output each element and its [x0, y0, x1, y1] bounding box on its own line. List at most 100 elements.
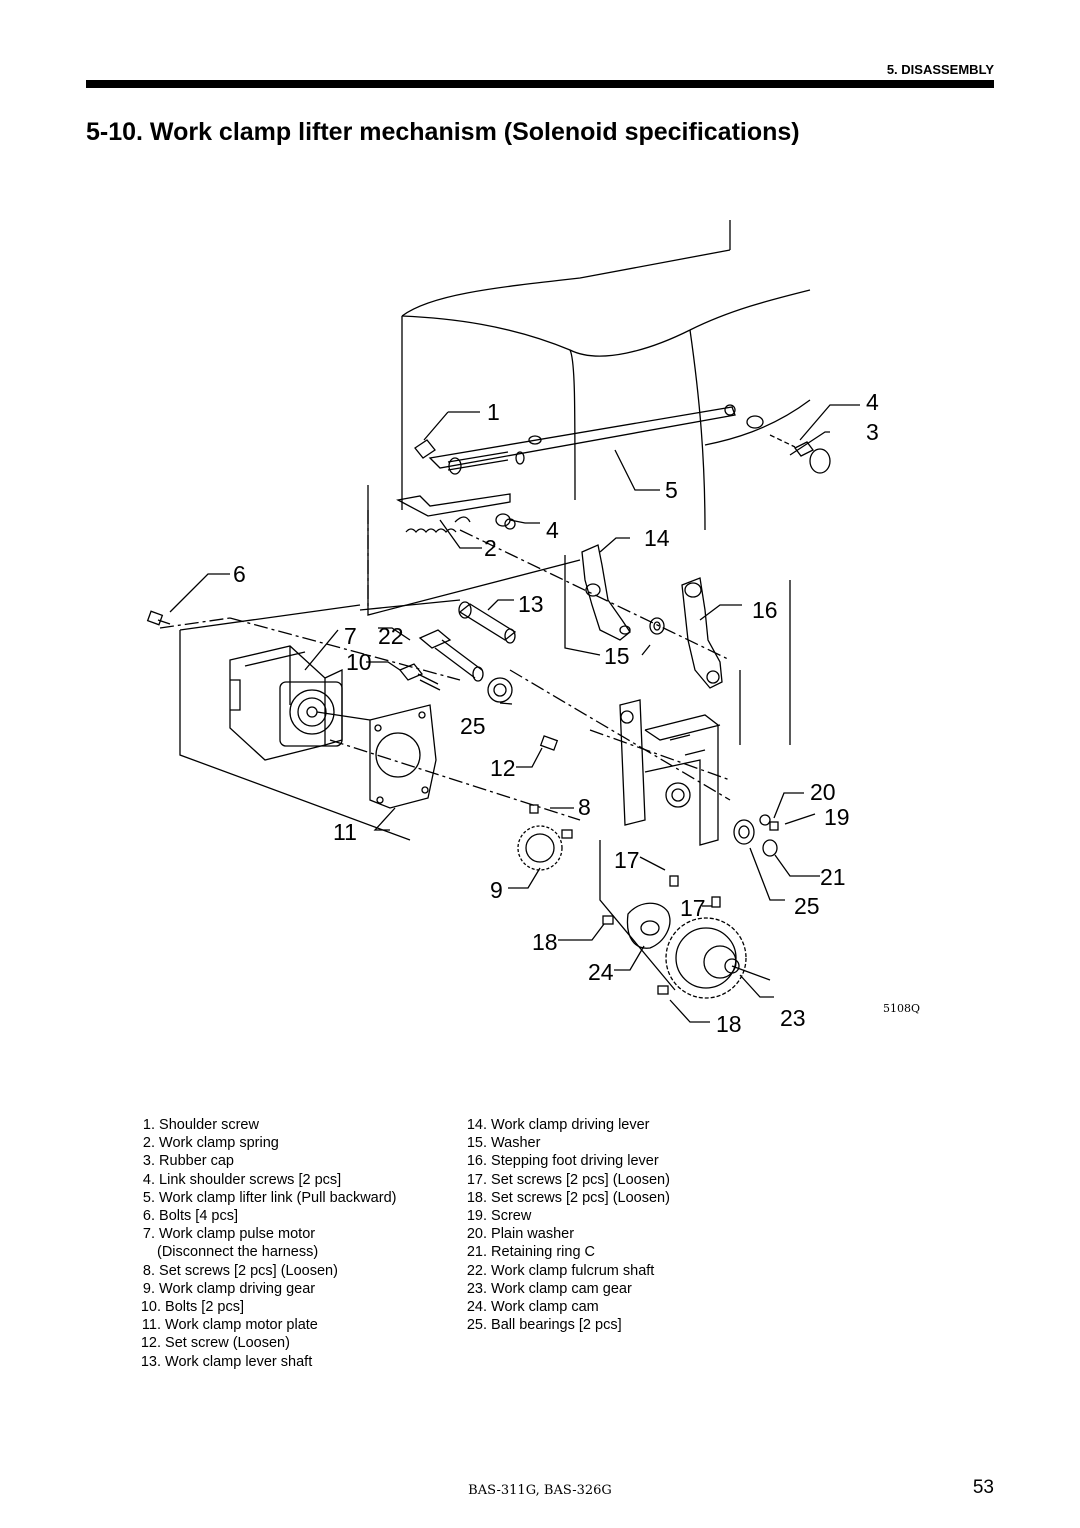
- part-number: 25.: [466, 1317, 487, 1334]
- rubber-cap-assembly: [769, 434, 831, 474]
- part-number: 20.: [466, 1226, 487, 1243]
- part-number: 3.: [142, 1153, 155, 1170]
- part-number: 9.: [142, 1280, 155, 1297]
- part-label: Work clamp motor plate: [165, 1317, 318, 1334]
- part-number: 19.: [466, 1208, 487, 1225]
- parts-list-item: 8. Set screws [2 pcs] (Loosen): [137, 1262, 457, 1280]
- part-label: Work clamp pulse motor: [159, 1226, 316, 1243]
- part-label: Rubber cap: [159, 1153, 234, 1170]
- part-label: Stepping foot driving lever: [491, 1153, 659, 1170]
- part-number: 12.: [140, 1335, 161, 1352]
- leader-lines: [169, 404, 860, 1023]
- cam-gear: [657, 896, 771, 999]
- part-label: Set screw (Loosen): [165, 1335, 290, 1352]
- parts-list-item: 9. Work clamp driving gear: [137, 1280, 457, 1298]
- parts-list-item: 21. Retaining ring C: [463, 1243, 763, 1261]
- part-number: 6.: [142, 1208, 155, 1225]
- callout-2: 2: [484, 535, 497, 561]
- callout-16: 16: [752, 597, 778, 623]
- parts-list-item: 3. Rubber cap: [137, 1152, 457, 1170]
- work-clamp-cam: [602, 875, 679, 949]
- part-label: Work clamp cam gear: [491, 1280, 632, 1297]
- part-label: Work clamp lifter link (Pull backward): [159, 1189, 397, 1206]
- lever-shaft: [458, 601, 517, 644]
- parts-list-item: 7. Work clamp pulse motor(Disconnect the…: [137, 1225, 457, 1261]
- callout-6: 6: [233, 561, 246, 587]
- callout-labels: 1 2 3 4 4 5 6 7 8 9 10 11 12 13 14 15 16…: [233, 389, 920, 1037]
- motor-plate: [369, 704, 437, 809]
- parts-list-item: 24. Work clamp cam: [463, 1298, 763, 1316]
- parts-list-item: 25. Ball bearings [2 pcs]: [463, 1316, 763, 1334]
- parts-list-item: 18. Set screws [2 pcs] (Loosen): [463, 1189, 763, 1207]
- parts-list-item: 19. Screw: [463, 1207, 763, 1225]
- part-label: Ball bearings [2 pcs]: [491, 1317, 622, 1334]
- part-number: 14.: [466, 1117, 487, 1133]
- callout-7: 7: [344, 623, 357, 649]
- right-small-parts: [733, 814, 779, 857]
- part-label: Bolts [2 pcs]: [165, 1299, 245, 1316]
- part-number: 10.: [140, 1299, 161, 1316]
- callout-18b: 18: [716, 1011, 742, 1037]
- part-label: Screw: [491, 1208, 532, 1225]
- part-label: Washer: [491, 1135, 541, 1152]
- part-number: 22.: [466, 1262, 487, 1279]
- part-label: Work clamp fulcrum shaft: [491, 1262, 655, 1279]
- chapter-label: 5. DISASSEMBLY: [886, 62, 994, 77]
- driving-gear: [517, 804, 573, 871]
- part-label: Shoulder screw: [159, 1117, 259, 1133]
- part-number: 21.: [466, 1244, 487, 1261]
- pulse-motor: [229, 645, 371, 761]
- parts-list-item: 1. Shoulder screw: [137, 1116, 457, 1134]
- part-label: Set screws [2 pcs] (Loosen): [159, 1262, 338, 1279]
- ball-bearing-upper: [487, 677, 513, 703]
- part-number: 24.: [466, 1299, 487, 1316]
- bolt-10: [398, 663, 441, 691]
- bracket-base: [619, 699, 721, 846]
- assembly-planes: [179, 485, 791, 991]
- callout-24: 24: [588, 959, 614, 985]
- stepping-foot-lever: [681, 577, 723, 689]
- callout-15: 15: [604, 643, 630, 669]
- parts-list-item: 5. Work clamp lifter link (Pull backward…: [137, 1189, 457, 1207]
- header-rule: [86, 80, 994, 88]
- fulcrum-shaft: [418, 629, 484, 682]
- callout-14: 14: [644, 525, 670, 551]
- part-number: 4.: [142, 1171, 155, 1188]
- parts-list-item: 11. Work clamp motor plate: [137, 1316, 457, 1334]
- part-label: Work clamp spring: [159, 1135, 279, 1152]
- exploded-view-diagram: 1 2 3 4 4 5 6 7 8 9 10 11 12 13 14 15 16…: [146, 220, 920, 1037]
- callout-13: 13: [518, 591, 544, 617]
- callout-25b: 25: [794, 893, 820, 919]
- part-label: Bolts [4 pcs]: [159, 1208, 239, 1225]
- part-number: 16.: [466, 1153, 487, 1170]
- lifter-link: [428, 404, 764, 469]
- part-number: 15.: [466, 1135, 487, 1152]
- callout-3: 3: [866, 419, 879, 445]
- parts-list-item: 15. Washer: [463, 1134, 763, 1152]
- parts-list-item: 17. Set screws [2 pcs] (Loosen): [463, 1171, 763, 1189]
- parts-list-item: 2. Work clamp spring: [137, 1134, 457, 1152]
- parts-list-item: 10. Bolts [2 pcs]: [137, 1298, 457, 1316]
- part-number: 5.: [142, 1189, 155, 1206]
- callout-4b: 4: [546, 517, 559, 543]
- machine-arm: [401, 220, 811, 531]
- parts-list-item: 12. Set screw (Loosen): [137, 1334, 457, 1352]
- part-label: Set screws [2 pcs] (Loosen): [491, 1171, 670, 1188]
- part-number: 11.: [141, 1317, 161, 1334]
- part-label: Work clamp lever shaft: [165, 1353, 313, 1370]
- callout-4a: 4: [866, 389, 879, 415]
- washer: [649, 617, 665, 635]
- callout-8: 8: [578, 794, 591, 820]
- callout-23: 23: [780, 1005, 806, 1031]
- callout-1: 1: [487, 399, 500, 425]
- figure-code: 5108Q: [883, 1002, 920, 1015]
- callout-12: 12: [490, 755, 516, 781]
- callout-19: 19: [824, 804, 850, 830]
- section-title: 5-10. Work clamp lifter mechanism (Solen…: [86, 118, 800, 146]
- parts-list-item: 23. Work clamp cam gear: [463, 1280, 763, 1298]
- callout-22: 22: [378, 623, 404, 649]
- part-number: 17.: [466, 1171, 487, 1188]
- callout-25a: 25: [460, 713, 486, 739]
